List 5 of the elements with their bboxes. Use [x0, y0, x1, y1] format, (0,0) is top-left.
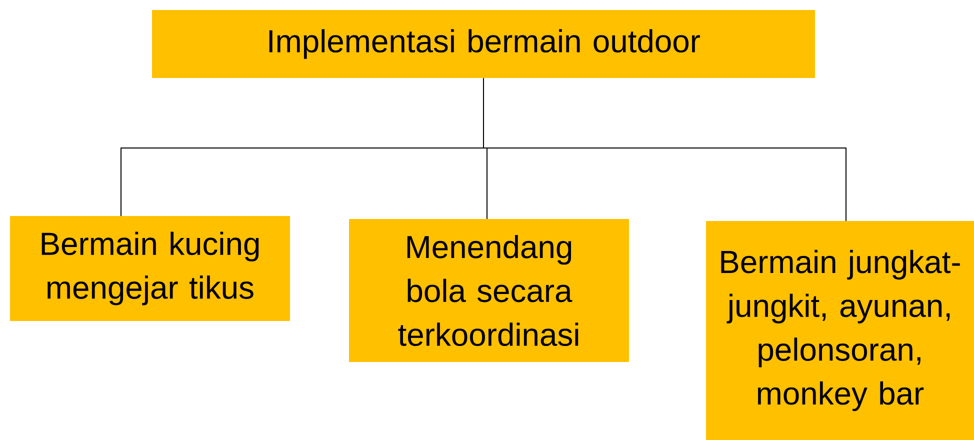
activity-box: Menendang bola secara terkoordinasi — [349, 219, 629, 362]
activity-box: Bermain jungkat-jungkit, ayunan, pelonsoran, monkey bar — [706, 221, 974, 440]
title-box: Implementasi bermain outdoor — [152, 10, 815, 78]
activity-box: Bermain kucing mengejar tikus — [10, 216, 290, 321]
connector-line — [483, 78, 846, 222]
